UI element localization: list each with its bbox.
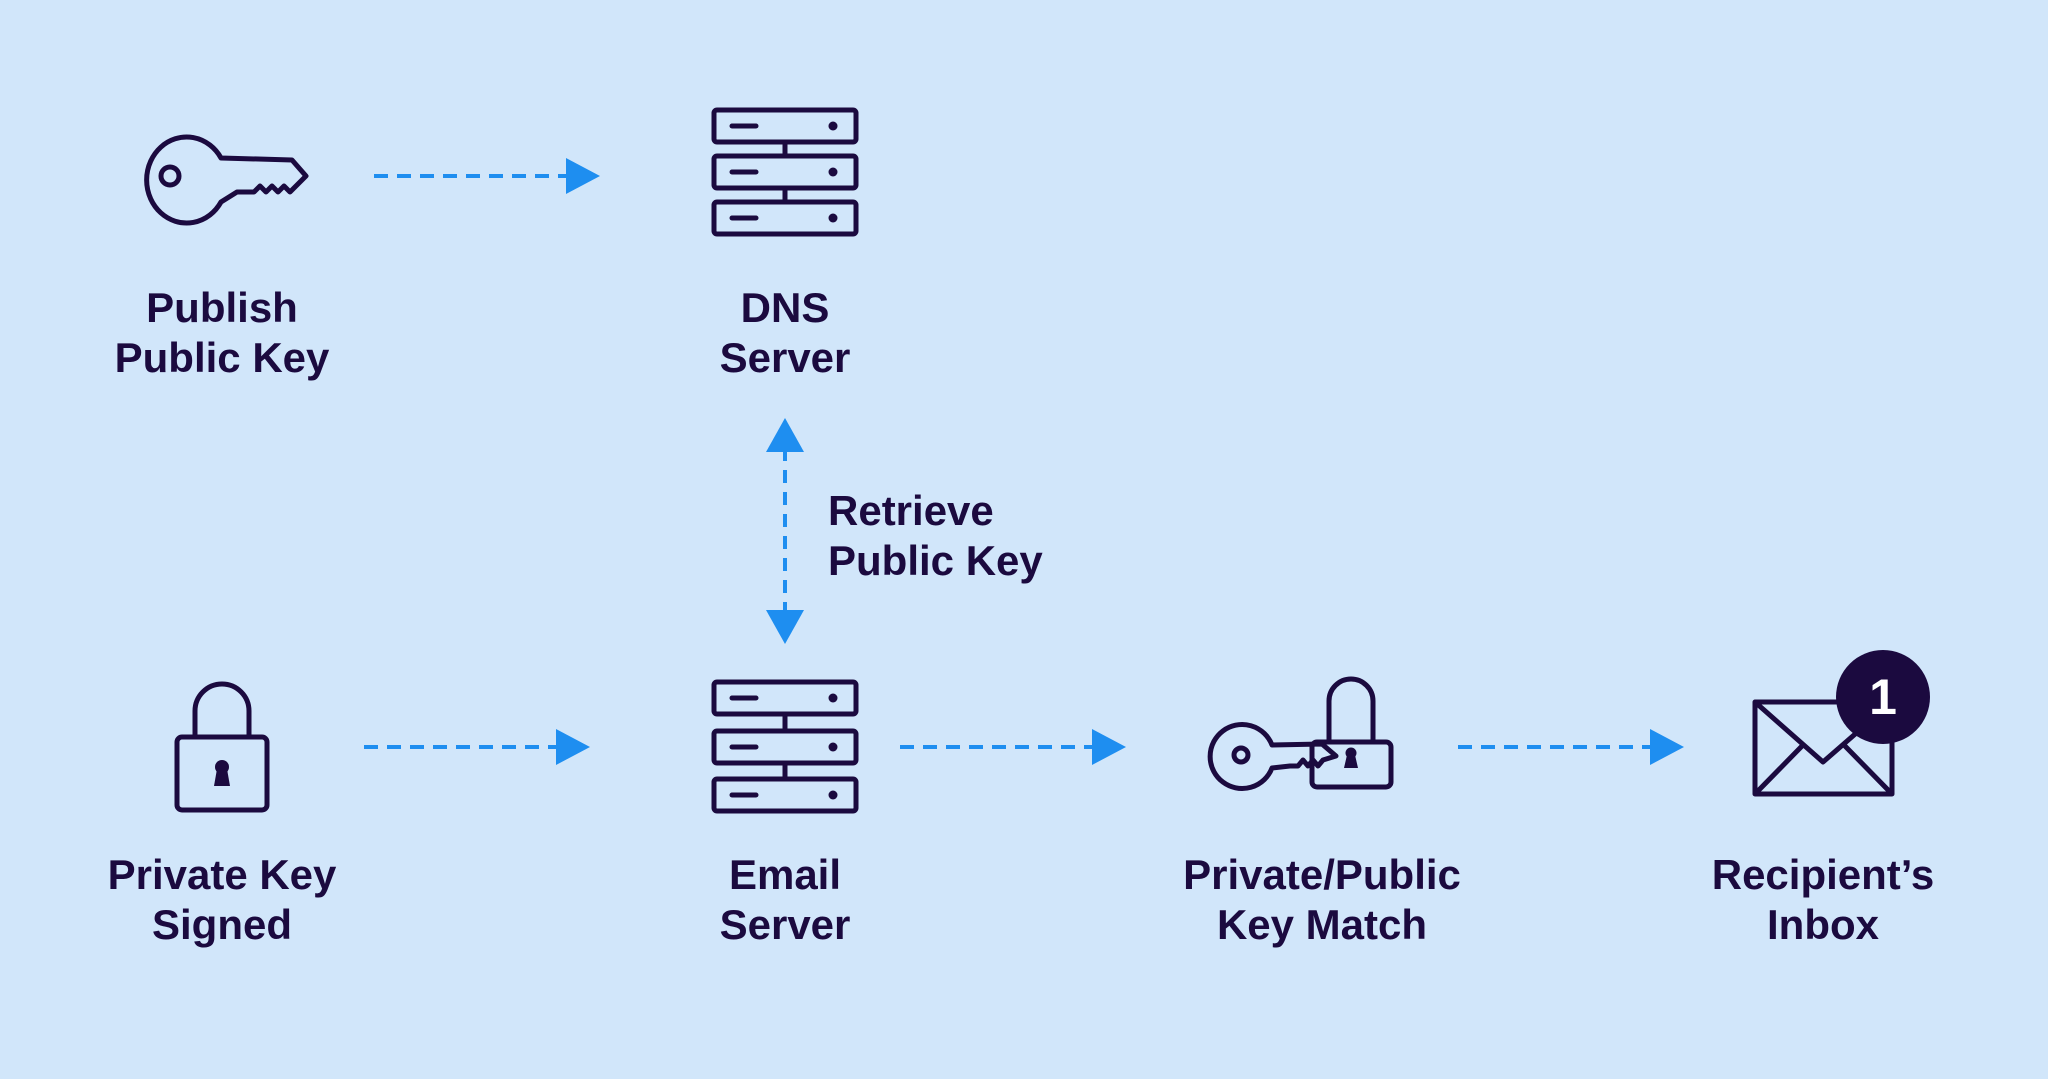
arrow-publish-to-dns [374, 158, 600, 194]
label-email-server: Email Server [720, 850, 851, 950]
label-line: Retrieve [828, 487, 994, 534]
label-line: Recipient’s [1711, 851, 1935, 898]
label-line: Private/Public [1183, 851, 1461, 898]
label-line: Public Key [828, 537, 1043, 584]
label-private-key-signed: Private Key Signed [108, 850, 337, 950]
label-retrieve-public-key: Retrieve Public Key [828, 486, 1043, 586]
label-line: Private Key [107, 851, 337, 898]
arrow-match-to-inbox [1458, 729, 1684, 765]
server-icon [711, 107, 859, 237]
label-line: Server [719, 901, 851, 948]
label-line: Signed [151, 901, 292, 948]
label-dns-server: DNS Server [720, 283, 851, 383]
label-line: Email [728, 851, 842, 898]
label-line: Publish [146, 284, 298, 331]
badge-count: 1 [1869, 669, 1897, 725]
label-line: DNS [740, 284, 830, 331]
label-key-match: Private/Public Key Match [1183, 850, 1461, 950]
key-icon [144, 134, 309, 226]
key-lock-icon [1207, 676, 1394, 791]
label-line: Inbox [1766, 901, 1879, 948]
label-line: Public Key [114, 334, 330, 381]
label-line: Server [719, 334, 851, 381]
notification-badge: 1 [1836, 650, 1930, 744]
arrow-signed-to-email [364, 729, 590, 765]
label-publish-public-key: Publish Public Key [115, 283, 330, 383]
arrow-dns-email-bidirectional [766, 418, 804, 644]
arrow-email-to-match [900, 729, 1126, 765]
label-recipients-inbox: Recipient’s Inbox [1712, 850, 1935, 950]
padlock-icon [174, 681, 270, 813]
label-line: Key Match [1216, 901, 1428, 948]
server-icon [711, 679, 859, 814]
